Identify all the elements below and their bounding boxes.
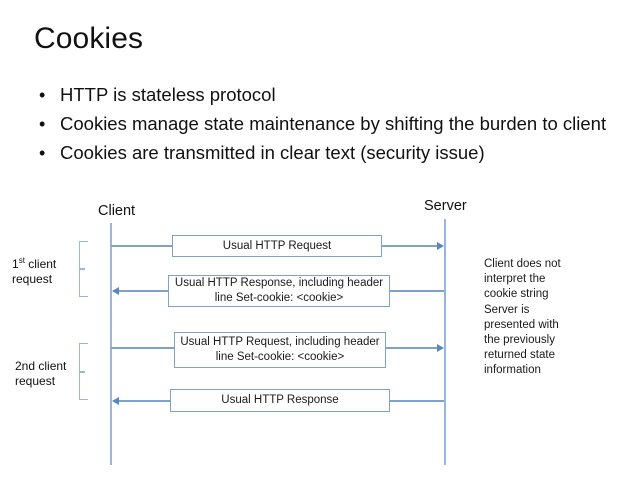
message-connector-3-left	[111, 347, 174, 349]
message-connector-4-right	[390, 400, 444, 402]
phase-label-line2: request	[15, 374, 56, 388]
lifeline-label-server: Server	[424, 198, 467, 214]
message-text-line2: line Set-cookie: <cookie>	[215, 351, 345, 363]
side-note-text: Client does not interpret the cookie str…	[484, 258, 561, 377]
phase-label-suffix: client	[24, 257, 57, 271]
arrowhead-to-server-icon	[437, 344, 444, 352]
phase-label-superscript: st	[18, 256, 25, 265]
lifeline-label-client: Client	[98, 203, 136, 219]
list-item: • Cookies manage state maintenance by sh…	[34, 111, 609, 137]
message-box-usual-http-response-set-cookie: Usual HTTP Response, including header li…	[168, 275, 390, 307]
sequence-diagram: Client Server 1st client request 2nd cli…	[0, 195, 638, 478]
message-text-line2: line Set-cookie: <cookie>	[214, 292, 344, 304]
list-item: • Cookies are transmitted in clear text …	[34, 140, 609, 166]
message-connector-2-left	[119, 290, 168, 292]
arrowhead-to-client-icon	[112, 397, 119, 405]
bullet-marker-icon: •	[39, 85, 46, 105]
message-text-line1: Usual HTTP Request, including header	[180, 336, 380, 348]
phase-label-first-client-request: 1st client request	[12, 257, 88, 287]
message-connector-2-right	[390, 290, 444, 292]
bullet-marker-icon: •	[39, 143, 46, 163]
message-box-usual-http-response: Usual HTTP Response	[170, 389, 390, 412]
bullet-list: • HTTP is stateless protocol • Cookies m…	[34, 82, 609, 169]
phase-label-prefix: 2nd client	[15, 359, 67, 373]
page-title: Cookies	[34, 22, 144, 55]
message-connector-3-right	[386, 347, 438, 349]
phase-label-line2: request	[12, 272, 53, 286]
arrowhead-to-server-icon	[437, 242, 444, 250]
bullet-text: Cookies manage state maintenance by shif…	[60, 113, 607, 134]
lifeline-client	[110, 223, 112, 465]
phase-bracket-tick	[79, 371, 85, 373]
phase-label-prefix: 1	[12, 257, 19, 271]
message-text-line1: Usual HTTP Response, including header	[174, 277, 384, 289]
list-item: • HTTP is stateless protocol	[34, 82, 609, 108]
phase-bracket-tick	[79, 268, 85, 270]
message-connector-4-left	[119, 400, 170, 402]
phase-label-second-client-request: 2nd client request	[15, 359, 91, 389]
message-text: Usual HTTP Response	[221, 394, 339, 406]
bullet-text: Cookies are transmitted in clear text (s…	[60, 142, 485, 163]
message-box-usual-http-request-set-cookie: Usual HTTP Request, including header lin…	[174, 332, 386, 368]
message-text: Usual HTTP Request	[222, 239, 332, 252]
arrowhead-to-client-icon	[112, 287, 119, 295]
bullet-marker-icon: •	[39, 114, 46, 134]
bullet-text: HTTP is stateless protocol	[60, 84, 276, 105]
message-connector-1-right	[382, 245, 438, 247]
message-connector-1-left	[111, 245, 172, 247]
message-box-usual-http-request: Usual HTTP Request	[172, 235, 382, 257]
lifeline-server	[444, 219, 446, 465]
